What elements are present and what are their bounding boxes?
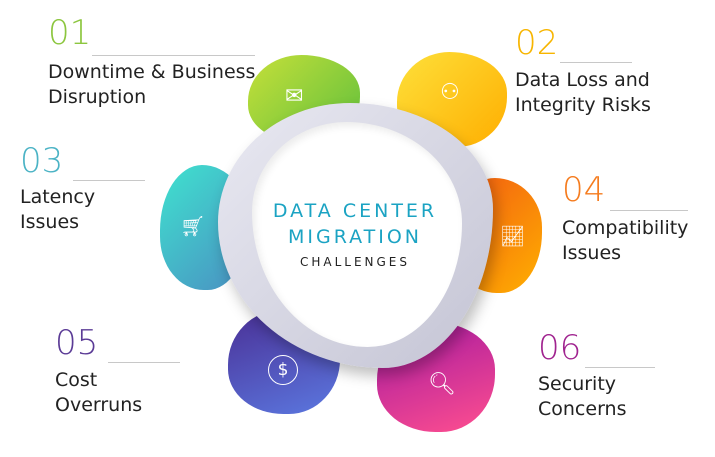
bar-chart-growth-icon: 📈︎ [500, 224, 526, 248]
dollar-icon: $ [268, 355, 298, 385]
label-line: Integrity Risks [515, 94, 651, 116]
network-nodes-icon: ⚇ [440, 80, 460, 105]
title-line3: CHALLENGES [299, 255, 411, 269]
magnifier-icon: 🔍︎ [428, 372, 456, 397]
item-number: 03 [20, 141, 64, 181]
envelope-icon: ✉ [285, 84, 304, 109]
item-number: 04 [562, 170, 606, 210]
divider [610, 210, 688, 211]
label-line: Downtime & Business [48, 61, 256, 83]
label-line: Issues [20, 211, 80, 233]
shopping-cart-icon: 🛒︎ [180, 214, 206, 238]
title-line1: DATA CENTER [272, 200, 438, 222]
divider [585, 367, 655, 368]
item-number: 02 [515, 23, 559, 63]
center-inner [252, 122, 462, 347]
label-line: Issues [562, 242, 622, 264]
label-line: Disruption [48, 86, 147, 108]
item-number: 06 [538, 328, 582, 368]
label-line: Cost [55, 369, 98, 391]
divider [92, 55, 255, 56]
label-line: Security [538, 373, 617, 395]
label-line: Data Loss and [515, 69, 650, 91]
divider [73, 180, 145, 181]
label-line: Latency [20, 186, 96, 208]
title-line2: MIGRATION [287, 226, 423, 248]
item-number: 01 [48, 13, 92, 53]
item-number: 05 [55, 323, 99, 363]
label-line: Compatibility [562, 217, 689, 239]
label-line: Concerns [538, 398, 627, 420]
divider [560, 62, 632, 63]
label-line: Overruns [55, 394, 143, 416]
divider [108, 362, 180, 363]
